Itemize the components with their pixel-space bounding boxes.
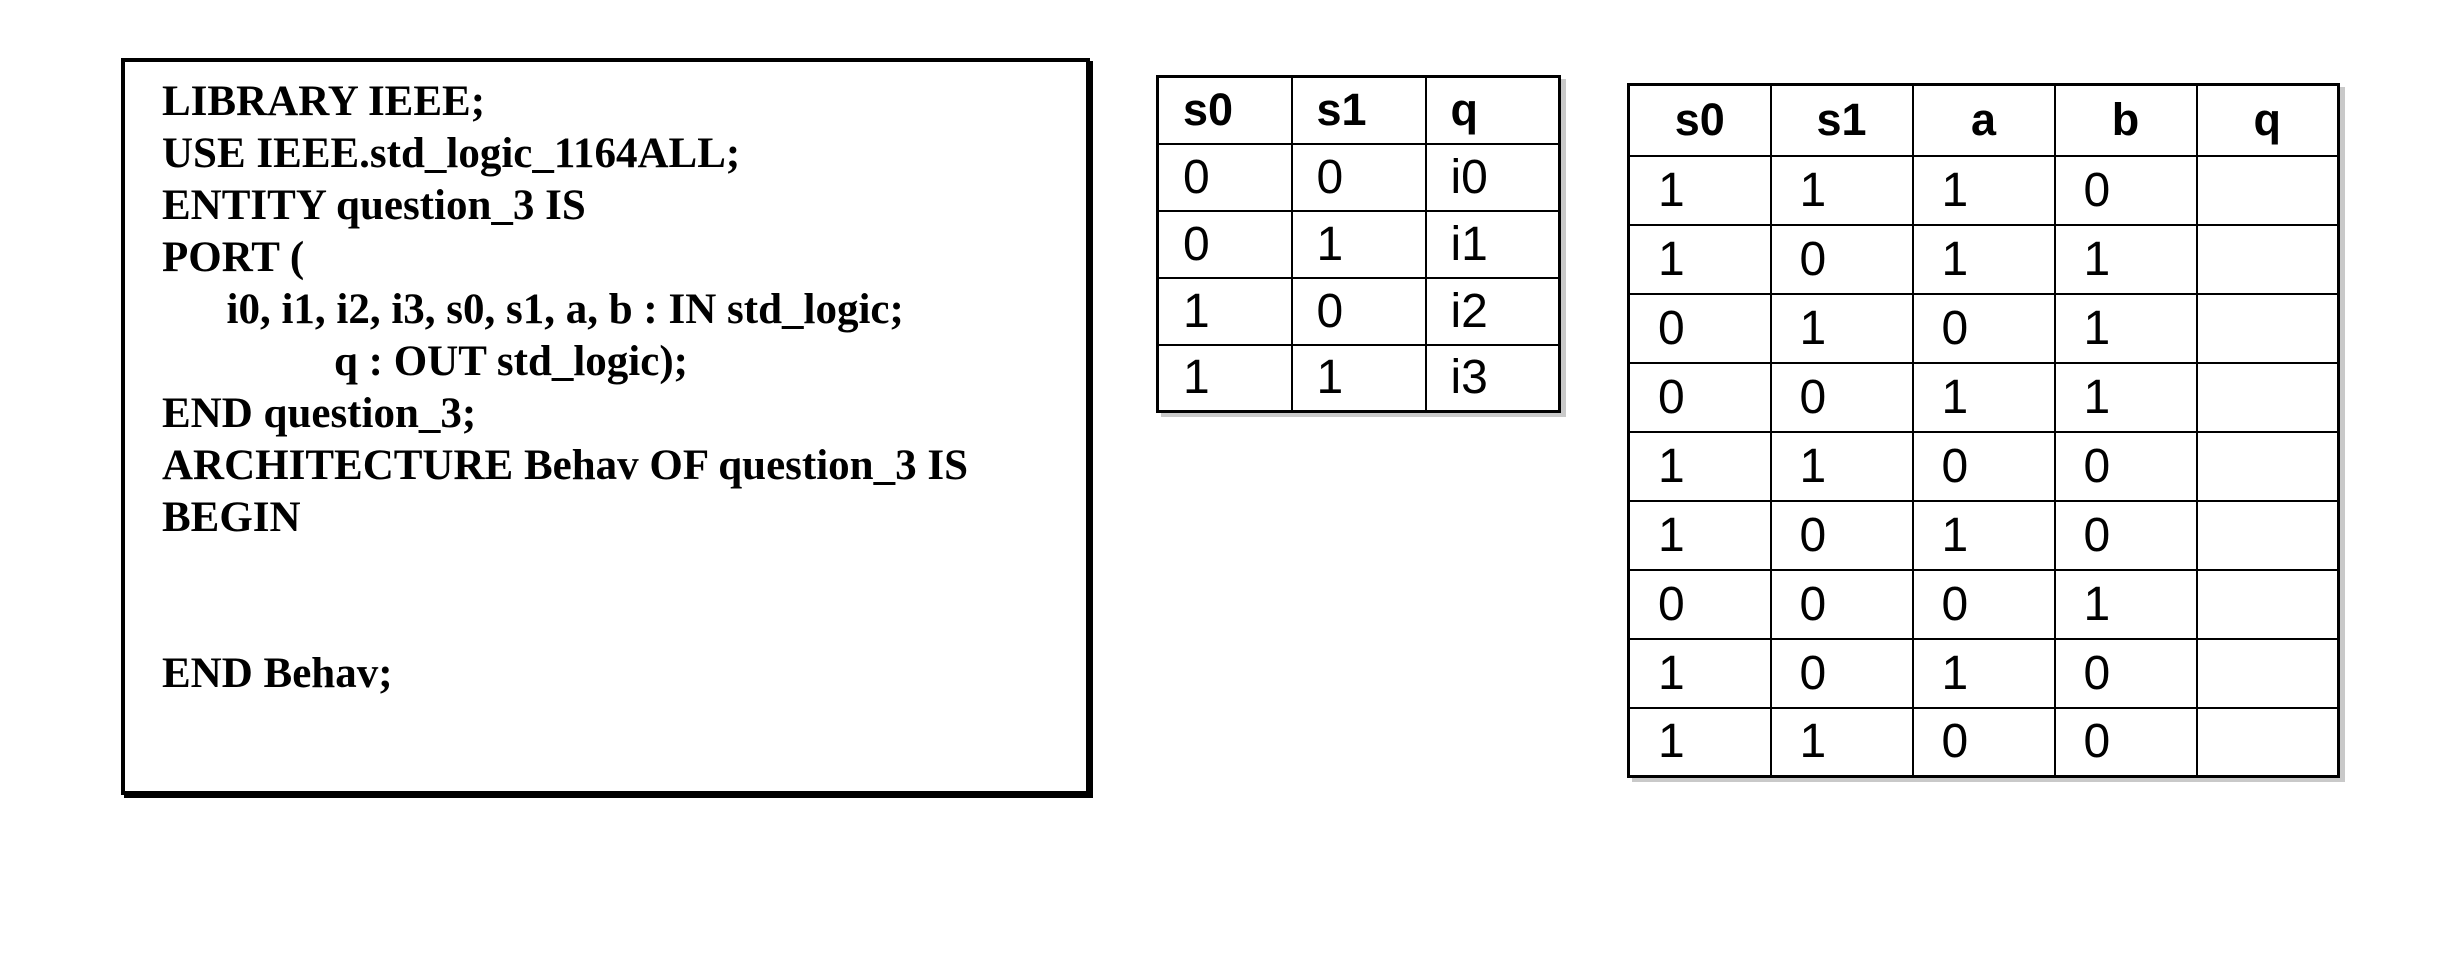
table-row: 0 0 1 1: [1627, 361, 2340, 433]
table-cell: 0: [1156, 142, 1293, 212]
code-line: BEGIN: [162, 494, 301, 541]
table-cell: i3: [1424, 343, 1561, 413]
table-cell: 1: [1627, 706, 1772, 778]
column-header-s1: s1: [1769, 83, 1914, 157]
code-line: PORT (: [162, 234, 305, 281]
table-cell: 1: [2053, 568, 2198, 640]
column-header-a: a: [1911, 83, 2056, 157]
table-cell: 1: [1627, 223, 1772, 295]
table-cell: i1: [1424, 209, 1561, 279]
table-cell: 1: [1911, 223, 2056, 295]
table-cell-q-empty: [2195, 568, 2340, 640]
table-header-row: s0 s1 q: [1156, 75, 1561, 145]
table-cell: 1: [1627, 637, 1772, 709]
table-cell-q-empty: [2195, 223, 2340, 295]
table-cell: 1: [1290, 209, 1427, 279]
code-line: USE IEEE.std_logic_1164ALL;: [162, 130, 741, 177]
column-header-q: q: [2195, 83, 2340, 157]
code-line: [162, 596, 1068, 648]
table-row: 1 0 i2: [1156, 276, 1561, 346]
table-cell-q-empty: [2195, 499, 2340, 571]
table-cell: 0: [1911, 430, 2056, 502]
table-cell: 0: [1769, 361, 1914, 433]
table-cell: 0: [1627, 361, 1772, 433]
table-cell: 0: [1290, 276, 1427, 346]
column-header-q: q: [1424, 75, 1561, 145]
table-cell: 0: [1627, 292, 1772, 364]
table-row: 0 1 i1: [1156, 209, 1561, 279]
table-cell: 0: [1769, 223, 1914, 295]
table-cell: 0: [2053, 706, 2198, 778]
table-cell: 0: [1627, 568, 1772, 640]
column-header-s0: s0: [1156, 75, 1293, 145]
table-cell: 0: [1769, 499, 1914, 571]
table-cell: 0: [2053, 430, 2198, 502]
table-cell: 0: [1156, 209, 1293, 279]
table-cell: 0: [1769, 568, 1914, 640]
table-cell: 0: [1911, 568, 2056, 640]
table-cell-q-empty: [2195, 292, 2340, 364]
table-cell: 1: [2053, 292, 2198, 364]
table-header-row: s0 s1 a b q: [1627, 83, 2340, 157]
table-cell-q-empty: [2195, 430, 2340, 502]
table-cell: 1: [1911, 361, 2056, 433]
table-cell: 0: [1911, 706, 2056, 778]
table-cell: 1: [1911, 637, 2056, 709]
table-cell: i0: [1424, 142, 1561, 212]
table-cell: 1: [1627, 154, 1772, 226]
table-row: 0 1 0 1: [1627, 292, 2340, 364]
table-cell-q-empty: [2195, 706, 2340, 778]
table-cell: 1: [1290, 343, 1427, 413]
code-line: END Behav;: [162, 650, 393, 697]
table-cell: i2: [1424, 276, 1561, 346]
table-row: 1 1 0 0: [1627, 706, 2340, 778]
code-line: i0, i1, i2, i3, s0, s1, a, b : IN std_lo…: [162, 286, 904, 333]
table-row: 1 1 i3: [1156, 343, 1561, 413]
table-row: 0 0 i0: [1156, 142, 1561, 212]
table-cell: 1: [1627, 499, 1772, 571]
vhdl-code-panel: LIBRARY IEEE; USE IEEE.std_logic_1164ALL…: [121, 58, 1090, 795]
table-cell: 1: [1156, 276, 1293, 346]
table-cell-q-empty: [2195, 154, 2340, 226]
table-row: 1 0 1 1: [1627, 223, 2340, 295]
table-cell: 0: [2053, 154, 2198, 226]
table-cell: 1: [2053, 223, 2198, 295]
table-cell: 1: [1769, 706, 1914, 778]
table-cell: 0: [1769, 637, 1914, 709]
table-cell: 1: [1769, 430, 1914, 502]
code-line: q : OUT std_logic);: [162, 338, 688, 385]
column-header-b: b: [2053, 83, 2198, 157]
table-row: 1 0 1 0: [1627, 637, 2340, 709]
code-line: LIBRARY IEEE;: [162, 78, 486, 125]
table-cell: 1: [1156, 343, 1293, 413]
column-header-s0: s0: [1627, 83, 1772, 157]
table-cell: 1: [1911, 154, 2056, 226]
code-line: ARCHITECTURE Behav OF question_3 IS: [162, 442, 968, 489]
table-row: 1 0 1 0: [1627, 499, 2340, 571]
table-cell-q-empty: [2195, 637, 2340, 709]
table-row: 1 1 1 0: [1627, 154, 2340, 226]
code-line: ENTITY question_3 IS: [162, 182, 586, 229]
table-cell: 0: [2053, 499, 2198, 571]
code-line: END question_3;: [162, 390, 477, 437]
table-cell: 1: [1911, 499, 2056, 571]
table-cell: 0: [2053, 637, 2198, 709]
column-header-s1: s1: [1290, 75, 1427, 145]
table-cell: 1: [2053, 361, 2198, 433]
table-row: 0 0 0 1: [1627, 568, 2340, 640]
table-cell: 0: [1911, 292, 2056, 364]
table-cell: 1: [1627, 430, 1772, 502]
table-cell: 1: [1769, 292, 1914, 364]
truth-table: s0 s1 a b q 1 1 1 0 1 0 1 1 0 1 0 1 0: [1627, 83, 2340, 778]
table-cell: 0: [1290, 142, 1427, 212]
table-row: 1 1 0 0: [1627, 430, 2340, 502]
table-cell-q-empty: [2195, 361, 2340, 433]
code-line: [162, 544, 1068, 596]
table-cell: 1: [1769, 154, 1914, 226]
mux-selection-table: s0 s1 q 0 0 i0 0 1 i1 1 0 i2 1 1 i3: [1156, 75, 1561, 413]
